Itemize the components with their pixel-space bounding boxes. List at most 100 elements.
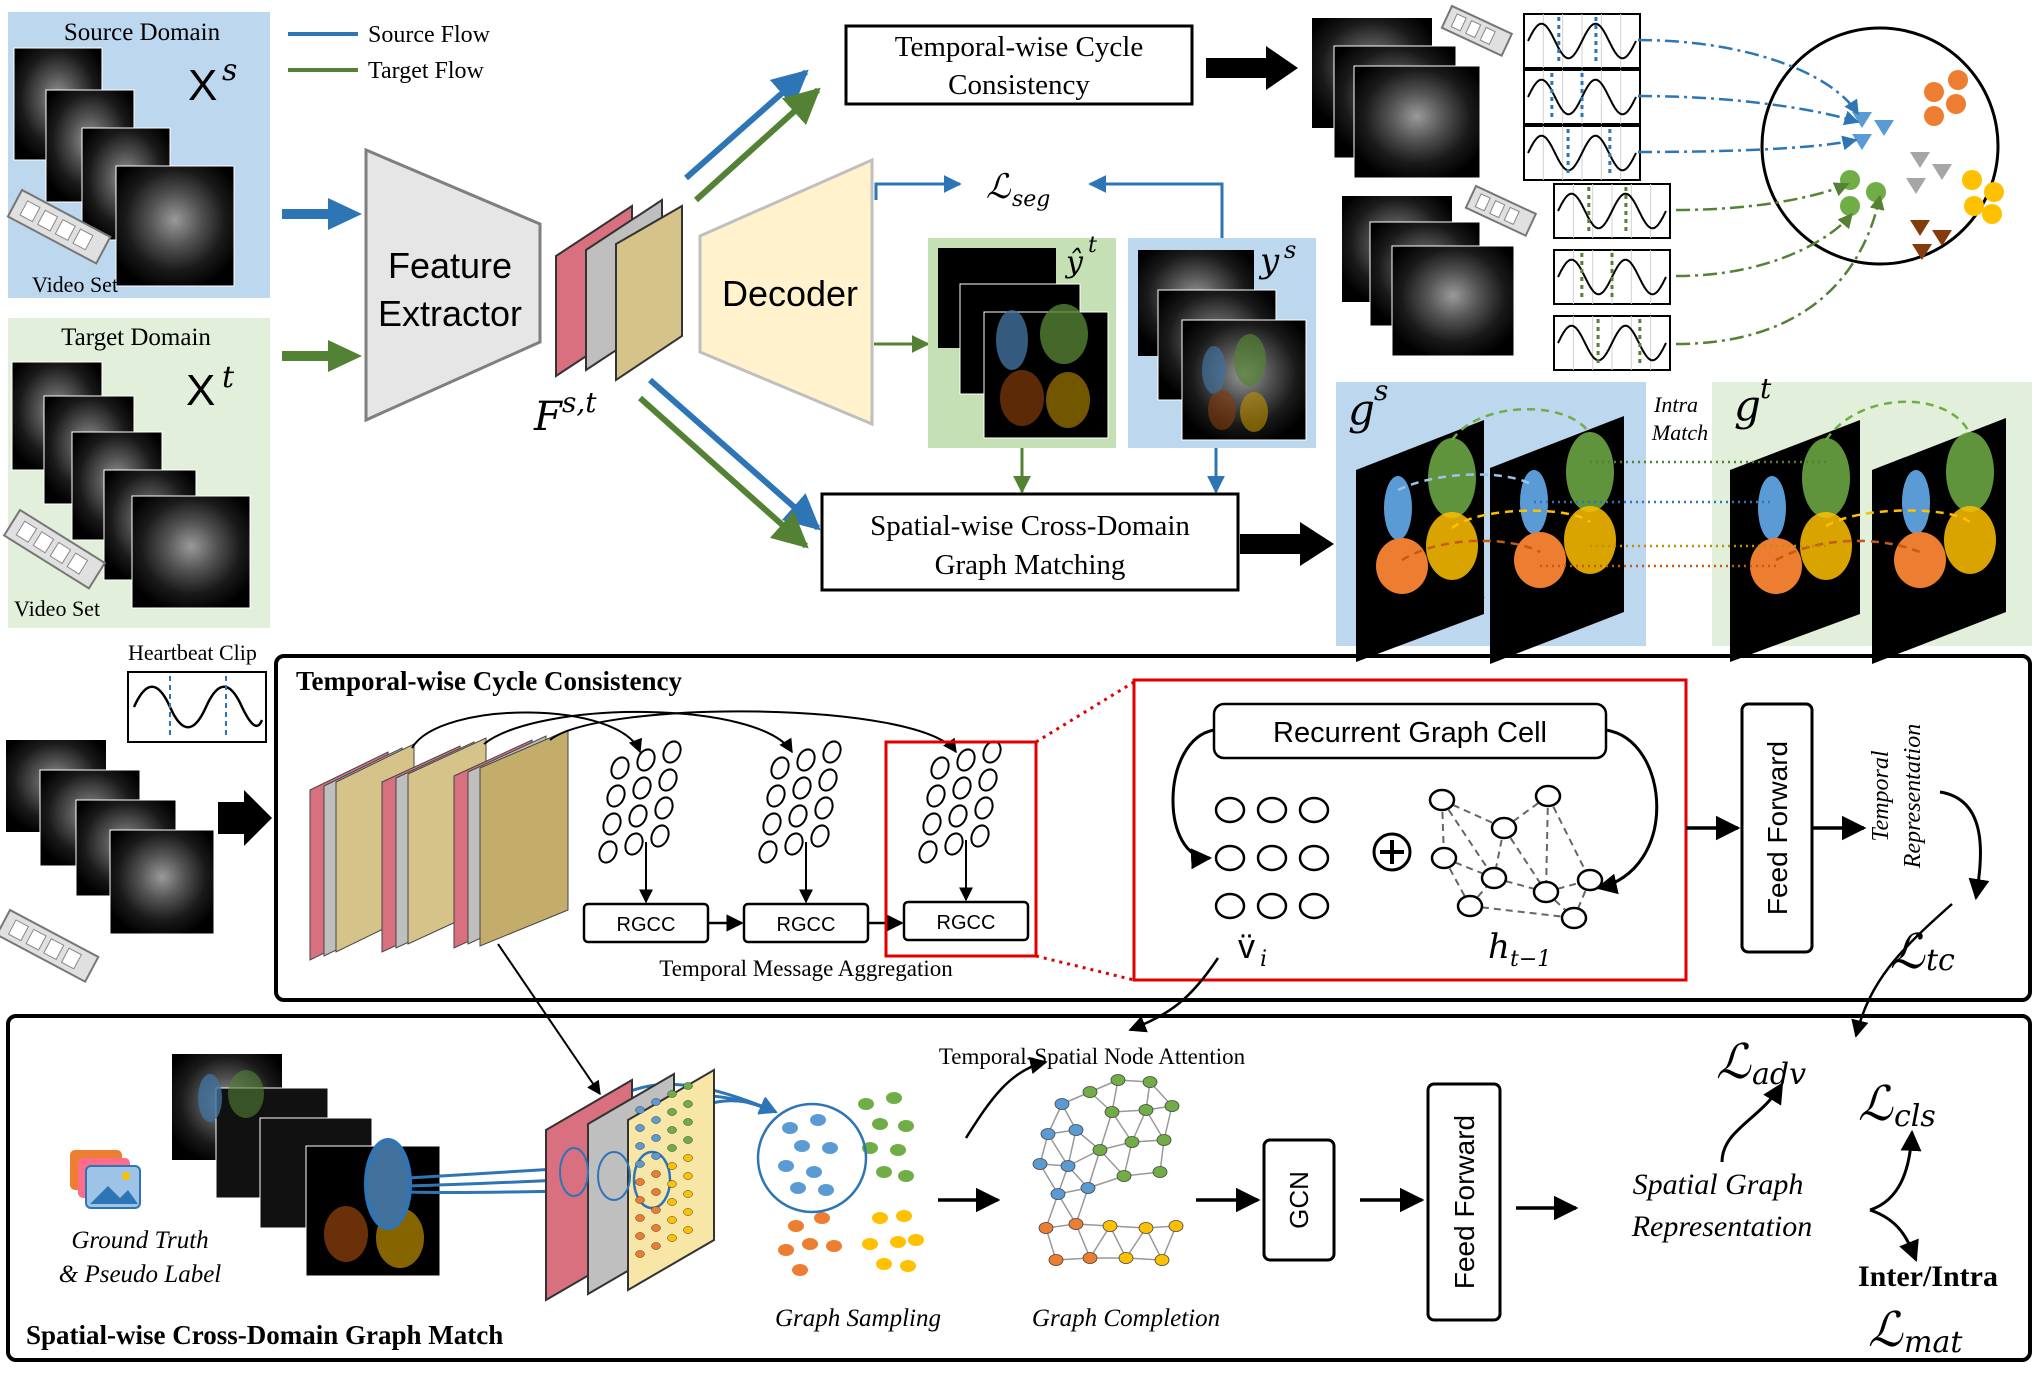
- target-symbol-sup: t: [222, 360, 235, 395]
- tcc-node: [602, 812, 622, 836]
- tcc-node: [624, 832, 644, 856]
- tcc-node-grids: [598, 740, 1002, 864]
- completion-node: [1050, 1188, 1066, 1200]
- sampled-node: [818, 1184, 834, 1196]
- tcc-panel: Temporal-wise Cycle Consistency: [274, 654, 2032, 1002]
- h-node: [1430, 846, 1458, 870]
- slab-node: [651, 1170, 661, 1178]
- slab-node: [635, 1142, 645, 1150]
- scdgm-panel-title: Spatial-wise Cross-Domain Graph Match: [26, 1320, 503, 1350]
- tcc-node: [922, 812, 942, 836]
- middle-echo-stack: [6, 740, 215, 935]
- slab-node: [667, 1180, 677, 1188]
- tcc-node: [636, 748, 656, 772]
- tcc-node: [978, 768, 998, 792]
- heartbeat-wave: [1527, 134, 1637, 172]
- target-symbol: X: [186, 366, 215, 415]
- sampled-node: [896, 1210, 912, 1222]
- tcc-node: [956, 748, 976, 772]
- completion-node: [1138, 1222, 1154, 1234]
- graph-completion: [1032, 1074, 1184, 1266]
- sampled-node: [810, 1114, 826, 1126]
- tcc-node: [654, 796, 674, 820]
- temporal-rep-line-1: Temporal: [1868, 750, 1894, 841]
- sampled-node: [814, 1212, 830, 1224]
- source-graph-panel: g s Inter Match: [1336, 374, 1646, 664]
- h-node: [1560, 906, 1588, 930]
- h-prev-label: h: [1488, 927, 1510, 967]
- tcc-box-line-2: Consistency: [948, 69, 1090, 101]
- film-strip-icon: [1464, 184, 1538, 237]
- tcc-node: [632, 776, 652, 800]
- intra-match-line-1: Intra: [1653, 392, 1698, 417]
- slab-node: [651, 1134, 661, 1142]
- h-edge: [1547, 795, 1591, 881]
- tcc-feed-forward-label: Feed Forward: [1762, 741, 1793, 915]
- completion-node: [1082, 1086, 1098, 1098]
- label-image-stack: [172, 1054, 441, 1277]
- legend-target-flow: Target Flow: [368, 58, 485, 84]
- slab-node: [667, 1198, 677, 1206]
- sampled-node: [794, 1140, 810, 1152]
- slab-node: [635, 1214, 645, 1222]
- rgcc-label-3: RGCC: [937, 912, 996, 934]
- target-graph-panel: g t Inter Match: [1712, 372, 2032, 664]
- graph-matching-line-2: Graph Matching: [935, 549, 1126, 581]
- slab-node: [683, 1226, 693, 1234]
- sampling-focus-circle: [756, 1102, 868, 1214]
- spatial-to-mat-arrow: [1869, 1208, 1919, 1262]
- slab-node: [683, 1208, 693, 1216]
- seg-loss-sub: seg: [1012, 187, 1050, 212]
- h-node: [1456, 894, 1484, 918]
- graph-feature-slabs: [545, 1068, 715, 1302]
- feature-extractor-label-2: Extractor: [378, 293, 522, 334]
- tcc-node: [952, 776, 972, 800]
- spatial-to-cls-arrow: [1869, 1129, 1922, 1212]
- tcc-node: [650, 824, 670, 848]
- tcc-node: [788, 804, 808, 828]
- arrow-feat-to-tcc-source: [684, 69, 809, 181]
- vi-to-attention-arrow: [1128, 957, 1220, 1033]
- slab-node: [635, 1196, 645, 1204]
- completion-node: [1118, 1252, 1134, 1264]
- completion-node: [1054, 1098, 1070, 1110]
- sampled-node: [788, 1220, 804, 1232]
- slab-node: [635, 1250, 645, 1258]
- target-domain-panel: Target Domain X t Video Set: [2, 318, 270, 628]
- completion-edge: [1067, 1129, 1077, 1167]
- tcc-node: [814, 796, 834, 820]
- target-clip-stack: [1342, 196, 1515, 357]
- tcc-feature-slabs: [309, 729, 569, 961]
- sampled-node: [806, 1166, 822, 1178]
- slab-node: [651, 1098, 661, 1106]
- slab-node-dots: [635, 1082, 693, 1258]
- heartbeat-wave: [1557, 324, 1667, 362]
- sampled-node: [900, 1260, 916, 1272]
- recurrent-graph-cell-label: Recurrent Graph Cell: [1273, 717, 1547, 749]
- completion-node: [1060, 1160, 1076, 1172]
- h-edge: [1441, 799, 1495, 879]
- tcc-node: [784, 832, 804, 856]
- completion-node: [1164, 1100, 1180, 1112]
- gcn-block: GCN: [1262, 1138, 1336, 1262]
- h-edge: [1469, 905, 1575, 919]
- arrow-feat-to-graph-target: [638, 395, 809, 549]
- gt-label-line-2: & Pseudo Label: [59, 1261, 222, 1288]
- zoom-line-bottom: [1035, 954, 1135, 982]
- h-node: [1532, 880, 1560, 904]
- decoder-label: Decoder: [722, 273, 858, 314]
- v-i-node: [1256, 796, 1288, 824]
- flow-legend: Source Flow Target Flow: [288, 22, 491, 84]
- heartbeat-clip-label: Heartbeat Clip: [128, 640, 257, 665]
- intra-match-line-2: Match: [1651, 420, 1708, 445]
- h-prev-sub: t−1: [1510, 947, 1551, 972]
- completion-node: [1156, 1134, 1172, 1146]
- video-set-label: Video Set: [32, 272, 118, 297]
- completion-node: [1142, 1076, 1158, 1088]
- v-i-label: v̈: [1238, 928, 1255, 966]
- tcc-node: [948, 804, 968, 828]
- completion-node: [1124, 1136, 1140, 1148]
- source-input-arrowhead: [328, 198, 362, 230]
- sampled-node: [790, 1182, 806, 1194]
- target-echo-stack: [11, 361, 251, 609]
